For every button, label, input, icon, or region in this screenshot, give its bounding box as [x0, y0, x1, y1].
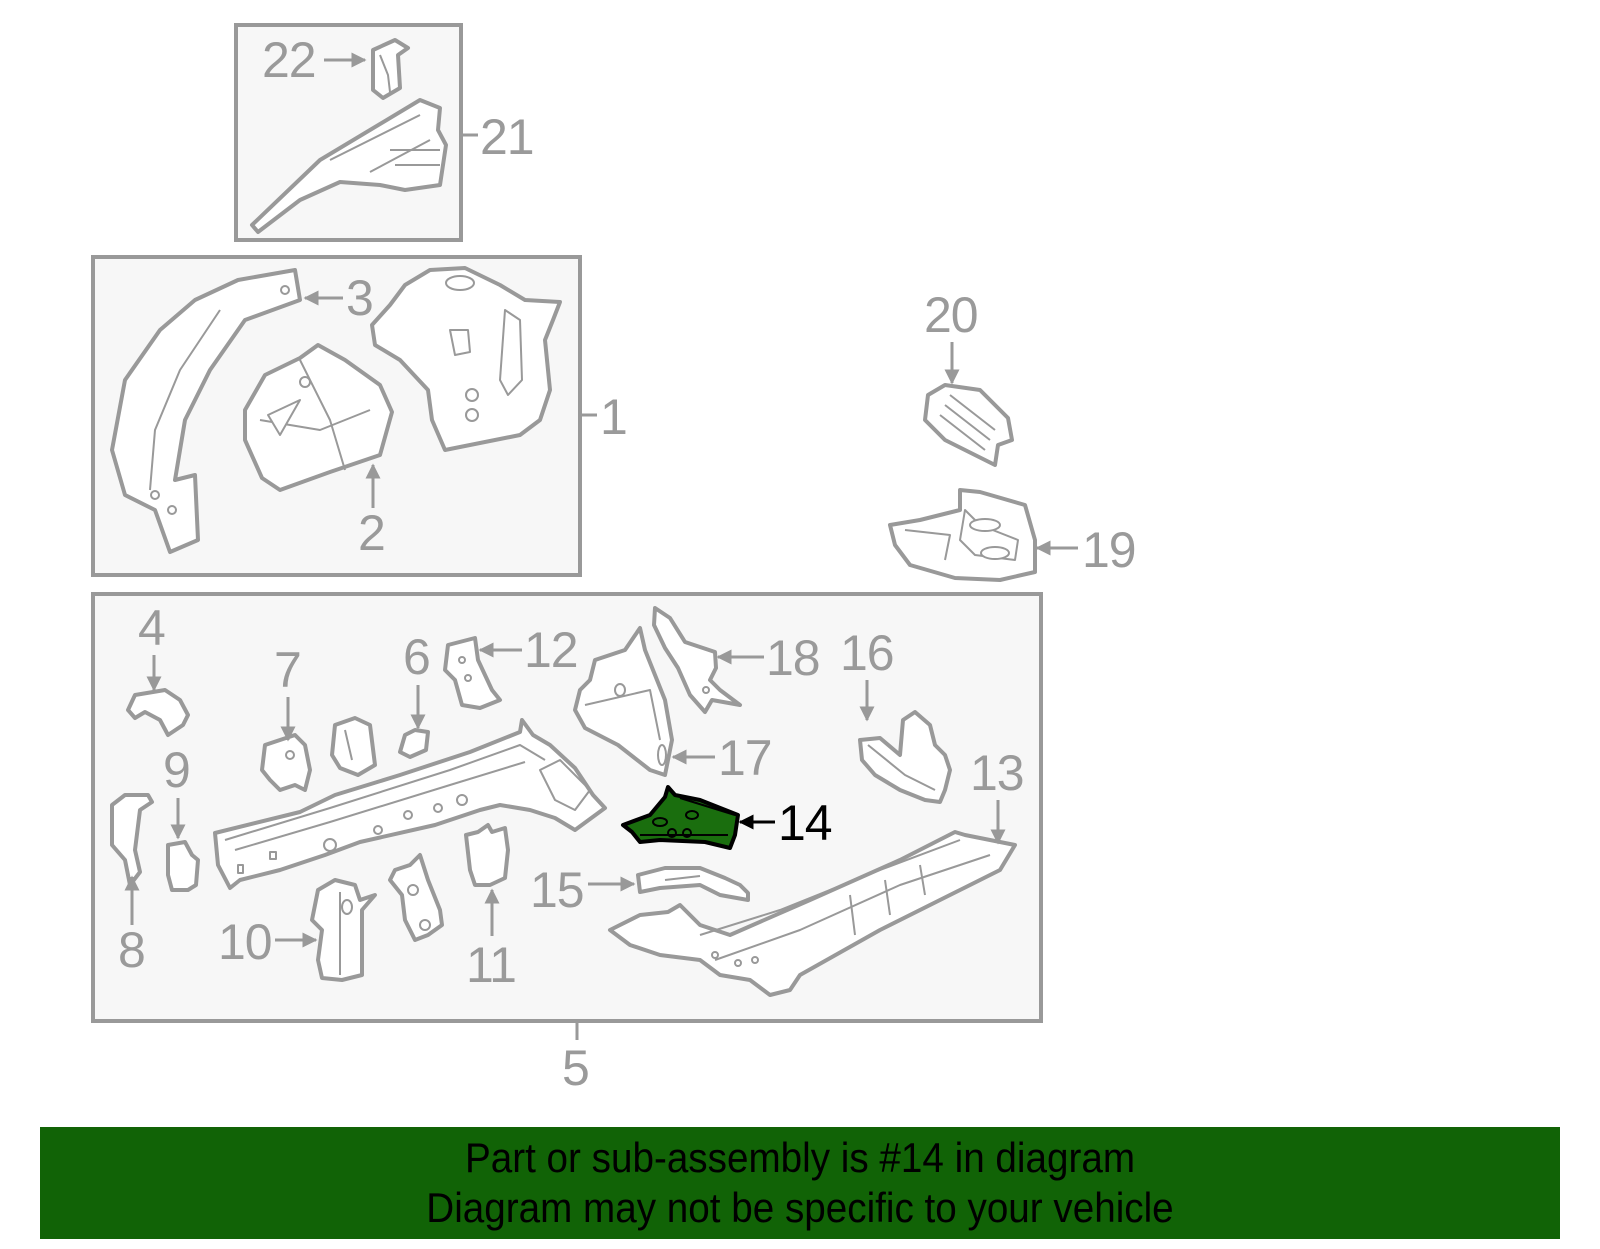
part-21[interactable]	[250, 98, 448, 234]
part-8[interactable]	[110, 793, 154, 887]
banner-part-line: Part or sub-assembly is #14 in diagram	[464, 1134, 1136, 1181]
part-10b[interactable]	[388, 853, 444, 942]
part-2[interactable]	[243, 343, 394, 492]
callout-11[interactable]: 11	[466, 937, 517, 993]
part-13[interactable]	[608, 830, 1017, 997]
part-3[interactable]	[110, 268, 302, 554]
callout-8[interactable]: 8	[118, 922, 146, 978]
info-banner: Part or sub-assembly is #14 in diagram D…	[40, 1127, 1560, 1239]
part-12[interactable]	[443, 636, 502, 710]
callout-6[interactable]: 6	[403, 629, 431, 685]
callout-9[interactable]: 9	[163, 742, 191, 798]
callout-13[interactable]: 13	[970, 745, 1025, 801]
callout-5[interactable]: 5	[562, 1040, 590, 1096]
part-6[interactable]	[398, 728, 430, 759]
part-19[interactable]	[888, 488, 1037, 582]
part-1[interactable]	[370, 266, 562, 452]
part-17[interactable]	[573, 626, 674, 777]
callout-22[interactable]: 22	[262, 32, 317, 88]
part-22[interactable]	[371, 38, 410, 100]
part-7b[interactable]	[330, 716, 377, 777]
part-15[interactable]	[636, 866, 750, 902]
callout-20[interactable]: 20	[924, 287, 979, 343]
part-10[interactable]	[310, 878, 377, 982]
part-5-rail[interactable]	[213, 718, 607, 890]
callout-2[interactable]: 2	[358, 505, 386, 561]
callout-18[interactable]: 18	[766, 630, 821, 686]
banner-disclaimer-line: Diagram may not be specific to your vehi…	[426, 1184, 1174, 1231]
callout-12[interactable]: 12	[524, 622, 579, 678]
callout-19[interactable]: 19	[1082, 522, 1137, 578]
part-16[interactable]	[858, 710, 952, 804]
callout-14-highlighted[interactable]: 14	[778, 795, 833, 851]
callout-7[interactable]: 7	[274, 642, 302, 698]
callout-4[interactable]: 4	[138, 600, 166, 656]
part-11[interactable]	[464, 823, 510, 887]
callout-10[interactable]: 10	[218, 914, 273, 970]
callout-17[interactable]: 17	[718, 730, 773, 786]
part-20[interactable]	[923, 383, 1014, 467]
part-4[interactable]	[126, 688, 190, 737]
part-9[interactable]	[166, 840, 200, 892]
part-14-highlighted[interactable]	[621, 785, 740, 850]
callout-16[interactable]: 16	[840, 625, 895, 681]
part-18[interactable]	[652, 606, 742, 714]
part-7[interactable]	[260, 733, 312, 792]
callout-21[interactable]: 21	[480, 109, 535, 165]
callout-3[interactable]: 3	[346, 270, 374, 326]
callout-15[interactable]: 15	[530, 862, 585, 918]
callout-1[interactable]: 1	[600, 389, 628, 445]
